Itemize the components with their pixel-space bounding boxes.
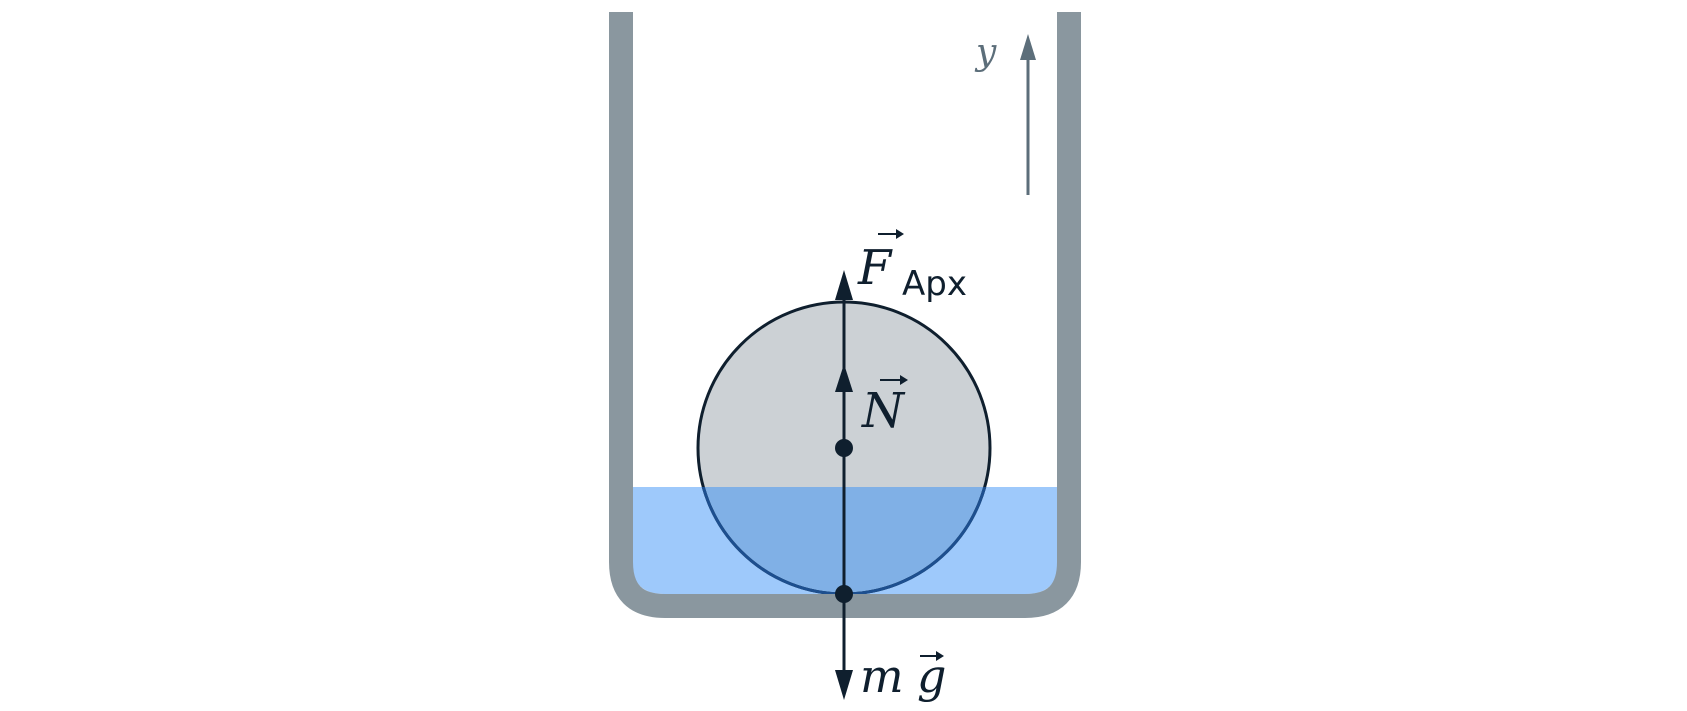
vector-arrow-tip: [896, 229, 904, 239]
y-axis-label: y: [974, 32, 997, 73]
contact-point: [835, 585, 853, 603]
y-axis-arrow-head: [1020, 34, 1036, 60]
buoyancy-force-subscript: Арх: [902, 264, 967, 304]
buoyancy-force-symbol: F: [857, 240, 893, 296]
normal-force-label: N: [861, 375, 908, 439]
gravity-g-symbol: g: [917, 649, 946, 703]
normal-force-symbol: N: [861, 383, 906, 439]
vector-arrow-tip: [900, 375, 908, 385]
normal-arrow-head: [835, 364, 853, 392]
vector-arrow-tip: [936, 651, 944, 661]
ball-center-point: [835, 439, 853, 457]
gravity-arrow-head: [835, 670, 853, 700]
buoyancy-arrow-head: [835, 270, 853, 300]
buoyancy-force-label: F Арх: [857, 229, 967, 304]
gravity-force-label: m g: [860, 649, 946, 703]
gravity-mass-symbol: m: [860, 649, 904, 703]
